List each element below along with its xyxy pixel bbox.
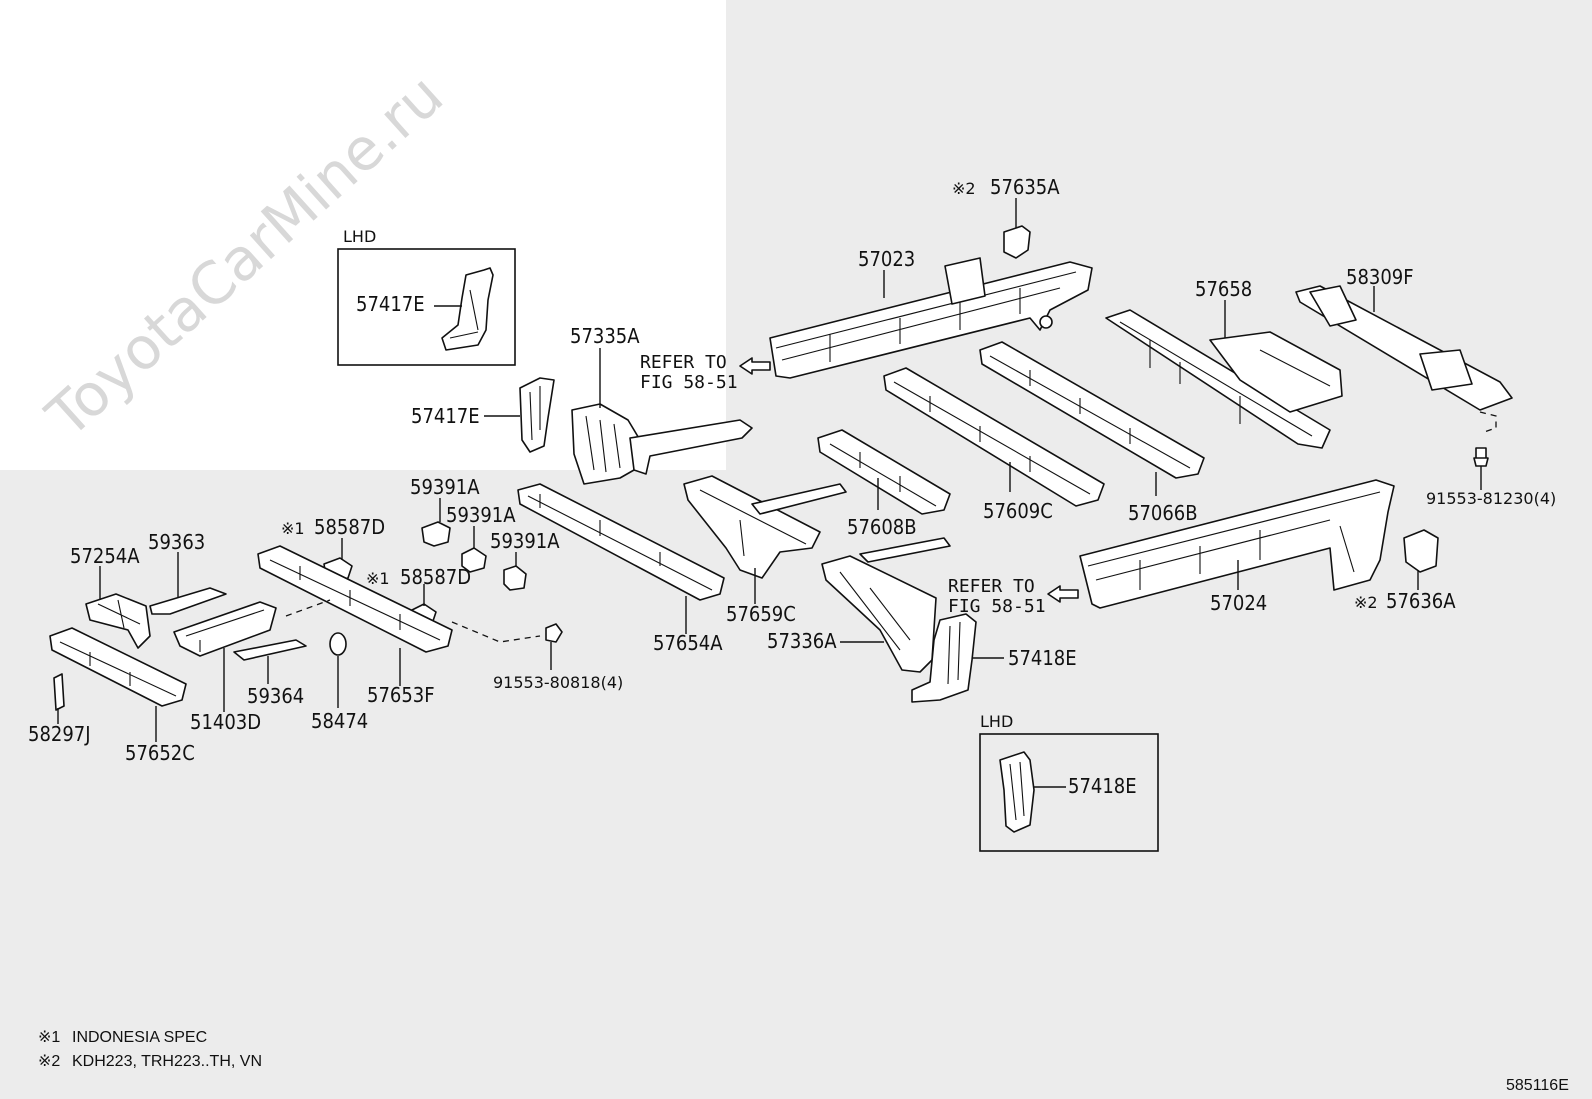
part-59391A-3	[503, 565, 527, 591]
part-label-57659C: 57659C	[726, 602, 796, 626]
part-label-57418E: 57418E	[1008, 646, 1077, 670]
part-label-57417E-lhd: 57417E	[356, 292, 425, 316]
label-mark-57635A: ※2	[952, 179, 976, 198]
part-57654A	[517, 483, 725, 601]
part-57636A	[1403, 529, 1439, 573]
part-label-58309F: 58309F	[1346, 265, 1414, 289]
part-91553-81230	[1473, 447, 1489, 467]
part-label-91553-81230: 91553-81230(4)	[1426, 489, 1556, 508]
part-label-57024: 57024	[1210, 591, 1267, 615]
part-58297J	[53, 673, 65, 711]
part-label-57652C: 57652C	[125, 741, 195, 765]
refer-lower-line1: REFER TO	[948, 576, 1035, 597]
part-57609C	[883, 367, 1105, 507]
part-57023	[769, 257, 1093, 379]
part-label-57636A: 57636A	[1386, 589, 1456, 613]
refer-upper-line2: FIG 58-51	[640, 372, 738, 393]
part-label-57658: 57658	[1195, 277, 1252, 301]
part-57254A	[85, 593, 151, 649]
part-label-57336A: 57336A	[767, 629, 837, 653]
label-mark-58587D-1: ※1	[281, 519, 305, 538]
part-57658	[1105, 309, 1343, 449]
part-57608B	[817, 429, 951, 515]
part-label-57653F: 57653F	[367, 683, 435, 707]
part-label-59391A-3: 59391A	[490, 529, 560, 553]
footnote-2-mark: ※2	[38, 1053, 60, 1070]
part-label-91553-80818: 91553-80818(4)	[493, 673, 623, 692]
part-label-57335A: 57335A	[570, 324, 640, 348]
part-57066B	[979, 341, 1205, 479]
part-57336A	[821, 537, 951, 673]
diagram-code: 585116E	[1506, 1077, 1569, 1094]
part-label-57609C: 57609C	[983, 499, 1053, 523]
highlight-region	[0, 0, 726, 470]
part-label-57635A: 57635A	[990, 175, 1060, 199]
part-label-59391A-1: 59391A	[410, 475, 480, 499]
label-mark-58587D-2: ※1	[366, 569, 390, 588]
lhd-box-top: LHD 57417E	[337, 227, 516, 366]
part-58309F	[1295, 285, 1513, 411]
refer-lower-line2: FIG 58-51	[948, 596, 1046, 617]
part-label-58587D-2: 58587D	[400, 565, 471, 589]
part-57659C	[683, 475, 847, 579]
part-label-51403D: 51403D	[190, 710, 261, 734]
label-mark-57636A: ※2	[1354, 593, 1378, 612]
part-label-57654A: 57654A	[653, 631, 723, 655]
footnote-1-text: INDONESIA SPEC	[72, 1029, 207, 1046]
part-label-57254A: 57254A	[70, 544, 140, 568]
lhd-box-bottom: LHD 57418E	[979, 712, 1159, 852]
part-label-57417E: 57417E	[411, 404, 480, 428]
part-57635A	[1003, 225, 1031, 259]
part-label-57066B: 57066B	[1128, 501, 1198, 525]
part-59364	[233, 639, 307, 661]
refer-arrow-upper	[739, 357, 771, 375]
part-57652C	[49, 627, 187, 707]
part-label-59364: 59364	[247, 684, 304, 708]
watermark: ToyotaCarMine.ru	[33, 61, 456, 451]
part-label-57608B: 57608B	[847, 515, 917, 539]
part-59391A-1	[421, 521, 451, 547]
part-57418E	[911, 613, 977, 703]
refer-arrow-lower	[1047, 585, 1079, 603]
part-57335A	[571, 403, 753, 485]
part-57417E	[519, 377, 555, 453]
part-label-58587D-1: 58587D	[314, 515, 385, 539]
part-57024	[1079, 479, 1395, 609]
part-label-59391A-2: 59391A	[446, 503, 516, 527]
part-57653F	[257, 545, 453, 653]
part-label-58474: 58474	[311, 709, 368, 733]
part-label-59363: 59363	[148, 530, 205, 554]
part-59363	[149, 587, 227, 615]
part-label-57418E-lhd: 57418E	[1068, 774, 1137, 798]
part-label-57023: 57023	[858, 247, 915, 271]
footnote-2-text: KDH223, TRH223..TH, VN	[72, 1053, 262, 1070]
part-58474	[329, 632, 347, 656]
part-91553-80818	[545, 623, 563, 643]
part-label-58297J: 58297J	[28, 722, 91, 746]
lhd-box-bottom-title: LHD	[980, 712, 1013, 731]
lhd-box-top-title: LHD	[343, 227, 376, 246]
part-51403D	[173, 601, 277, 657]
refer-upper-line1: REFER TO	[640, 352, 727, 373]
footnote-1-mark: ※1	[38, 1029, 60, 1046]
